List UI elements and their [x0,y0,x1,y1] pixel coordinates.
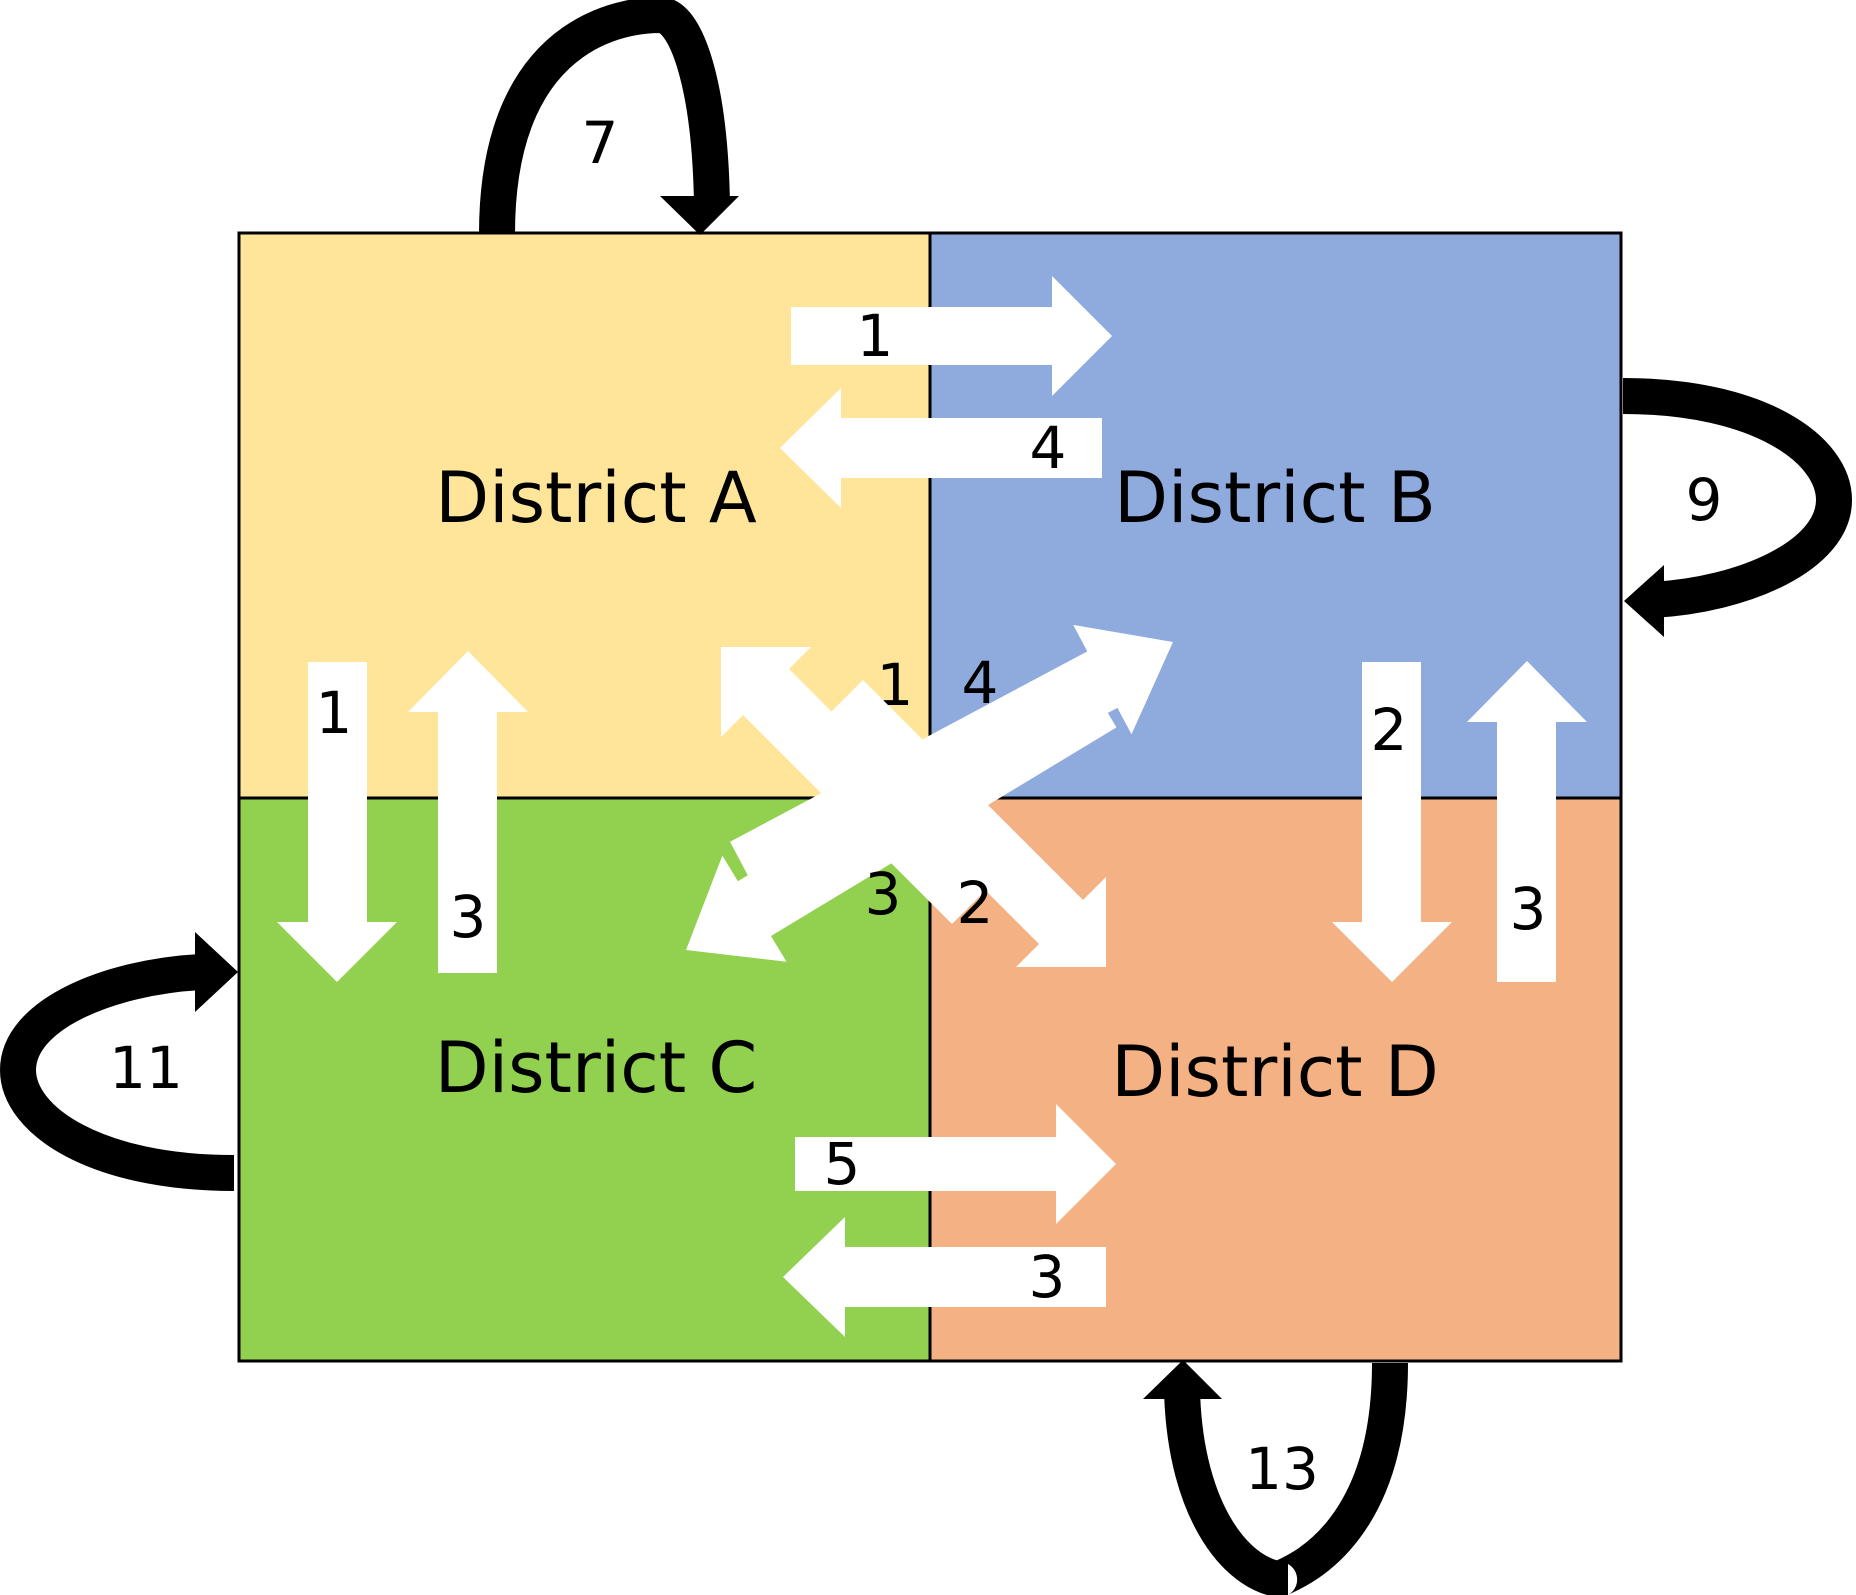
loop-arrow-a [479,0,730,235]
loop-arrowhead-b [1624,565,1664,637]
district-d-label: District D [1111,1031,1439,1113]
loop-label-c: 11 [109,1034,183,1102]
loop-arrowhead-a [660,196,739,235]
flow-label-d-to-c: 3 [1029,1243,1066,1311]
loop-label-d: 13 [1245,1435,1319,1503]
loop-label-a: 7 [582,109,619,177]
flow-arrow-b-to-d [1332,662,1452,982]
flow-arrow-c-to-d [795,1104,1116,1224]
flow-label-a-to-d: 2 [957,869,994,937]
flow-arrow-d-to-b [1467,661,1587,982]
loop-arrowhead-c [195,932,238,1012]
loop-arrow-d [1164,1362,1408,1595]
loop-label-b: 9 [1686,466,1723,534]
district-c-label: District C [435,1027,758,1109]
flow-arrow-b-to-a [780,388,1102,508]
flow-arrow-d-to-c [783,1217,1106,1337]
loop-arrow-b [1622,378,1853,618]
flow-arrow-b-to-c [686,672,1117,962]
district-a-label: District A [435,457,757,539]
flow-label-a-to-c: 1 [316,679,353,747]
district-b-label: District B [1114,457,1436,539]
flow-label-b-to-c: 3 [865,860,902,928]
flow-arrow-a-to-d [815,680,1106,967]
loop-arrow-c [0,954,235,1191]
flow-arrow-c-to-a [408,651,528,973]
flow-label-c-to-d: 5 [824,1130,861,1198]
flow-label-a-to-b: 1 [857,302,894,370]
flow-arrow-a-to-c [277,662,397,982]
flow-label-b-to-d: 2 [1371,696,1408,764]
flow-label-b-to-a: 4 [1030,414,1067,482]
flow-label-c-to-b: 4 [962,649,999,717]
loop-arrowhead-d [1143,1360,1222,1399]
flow-label-c-to-a: 3 [450,883,487,951]
flow-label-d-to-b: 3 [1510,875,1547,943]
flow-arrow-a-to-b [791,276,1112,396]
